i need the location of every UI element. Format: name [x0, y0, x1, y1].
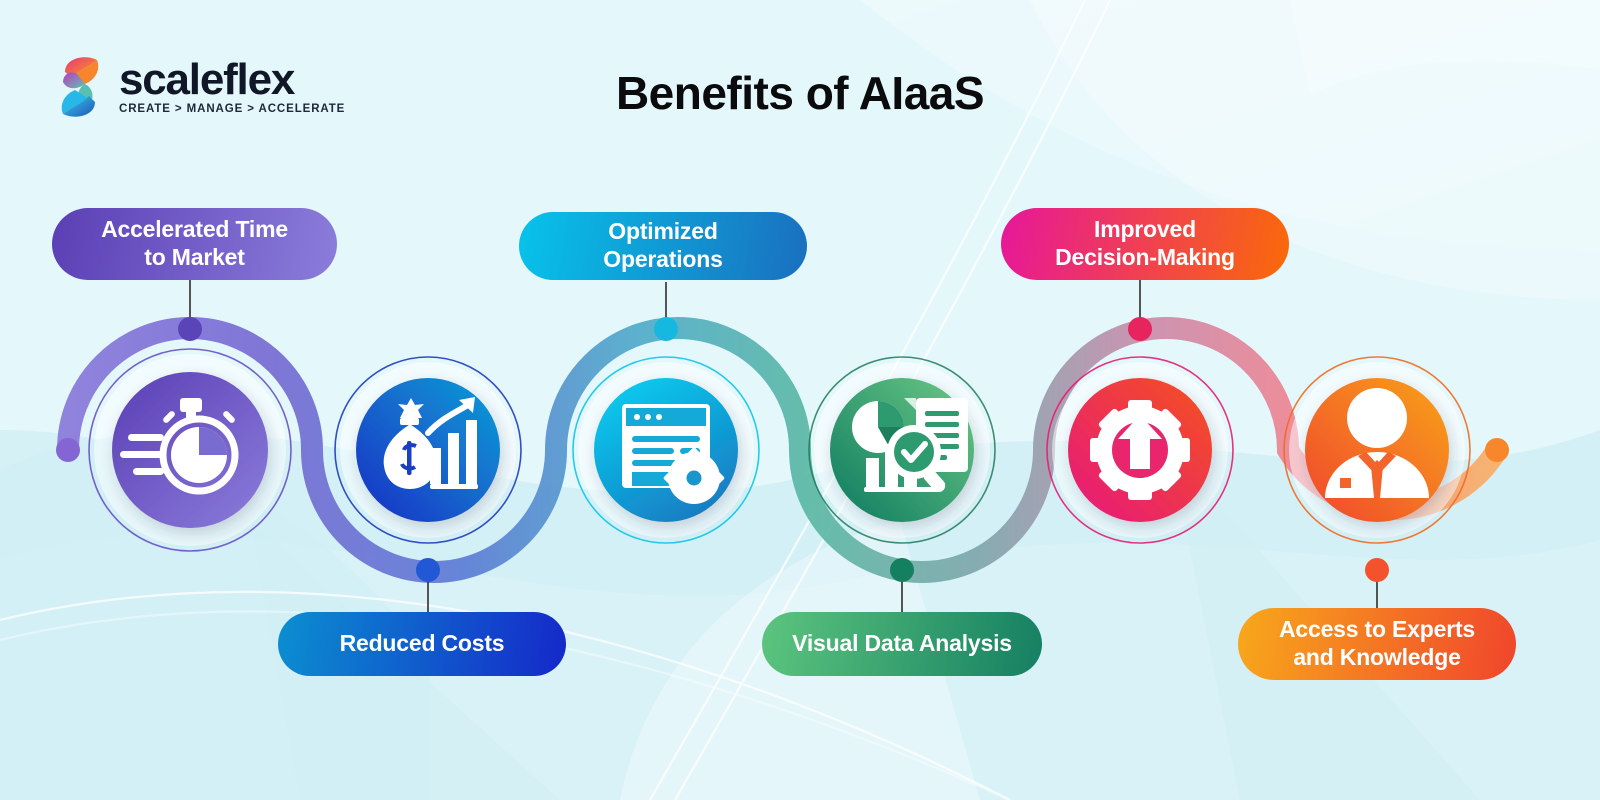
step-label-line2: and Knowledge [1293, 644, 1461, 670]
node-accelerated-time-to-market [112, 372, 268, 528]
step-label-line1: Access to Experts [1278, 616, 1476, 643]
step-label-line2: to Market [144, 244, 245, 270]
ribbon-start-dot [56, 438, 80, 462]
ribbon-end-dot [1485, 438, 1509, 462]
connector-dot [178, 317, 202, 341]
step-label-accelerated-time-to-market[interactable]: Accelerated Time to Market [52, 208, 337, 280]
scaleflex-ribbon-logo [61, 57, 99, 117]
step-label-improved-decision-making[interactable]: Improved Decision-Making [1001, 208, 1289, 280]
brand-logo[interactable]: scaleflex CREATE > MANAGE > ACCELERATE [55, 52, 345, 122]
step-label-line1: Improved [1094, 216, 1196, 243]
step-label-line1: Visual Data Analysis [792, 630, 1012, 657]
page-title: Benefits of AIaaS [615, 67, 985, 119]
step-label-line1: Reduced Costs [339, 630, 505, 657]
connector-dot [890, 558, 914, 582]
node-optimized-operations [594, 378, 738, 522]
connector-dot [1365, 558, 1389, 582]
step-label-optimized-operations[interactable]: Optimized Operations [519, 212, 807, 280]
gear-up-arrow-icon [1090, 400, 1190, 500]
step-label-line1: Accelerated Time [101, 216, 288, 243]
connector-dot [654, 317, 678, 341]
step-label-line1: Optimized [608, 218, 718, 245]
step-label-line2: Decision-Making [1055, 244, 1235, 270]
data-analysis-magnifier-icon [851, 398, 968, 492]
node-visual-data-analysis [830, 378, 974, 522]
connector-dot [1128, 317, 1152, 341]
step-label-line2: Operations [603, 246, 723, 272]
node-access-to-experts [1305, 378, 1449, 522]
browser-window-gear-icon [622, 404, 725, 504]
step-label-access-to-experts[interactable]: Access to Experts and Knowledge [1238, 608, 1516, 680]
node-improved-decision-making [1068, 378, 1212, 522]
node-reduced-costs [356, 378, 500, 522]
money-bag-growth-chart-icon [383, 397, 478, 489]
brand-tagline: CREATE > MANAGE > ACCELERATE [119, 103, 346, 116]
step-label-reduced-costs[interactable]: Reduced Costs [278, 612, 566, 676]
stopwatch-speed-icon [120, 398, 239, 495]
business-person-icon [1325, 388, 1429, 498]
step-label-visual-data-analysis[interactable]: Visual Data Analysis [762, 612, 1042, 676]
brand-name: scaleflex [119, 55, 295, 105]
connector-dot [416, 558, 440, 582]
